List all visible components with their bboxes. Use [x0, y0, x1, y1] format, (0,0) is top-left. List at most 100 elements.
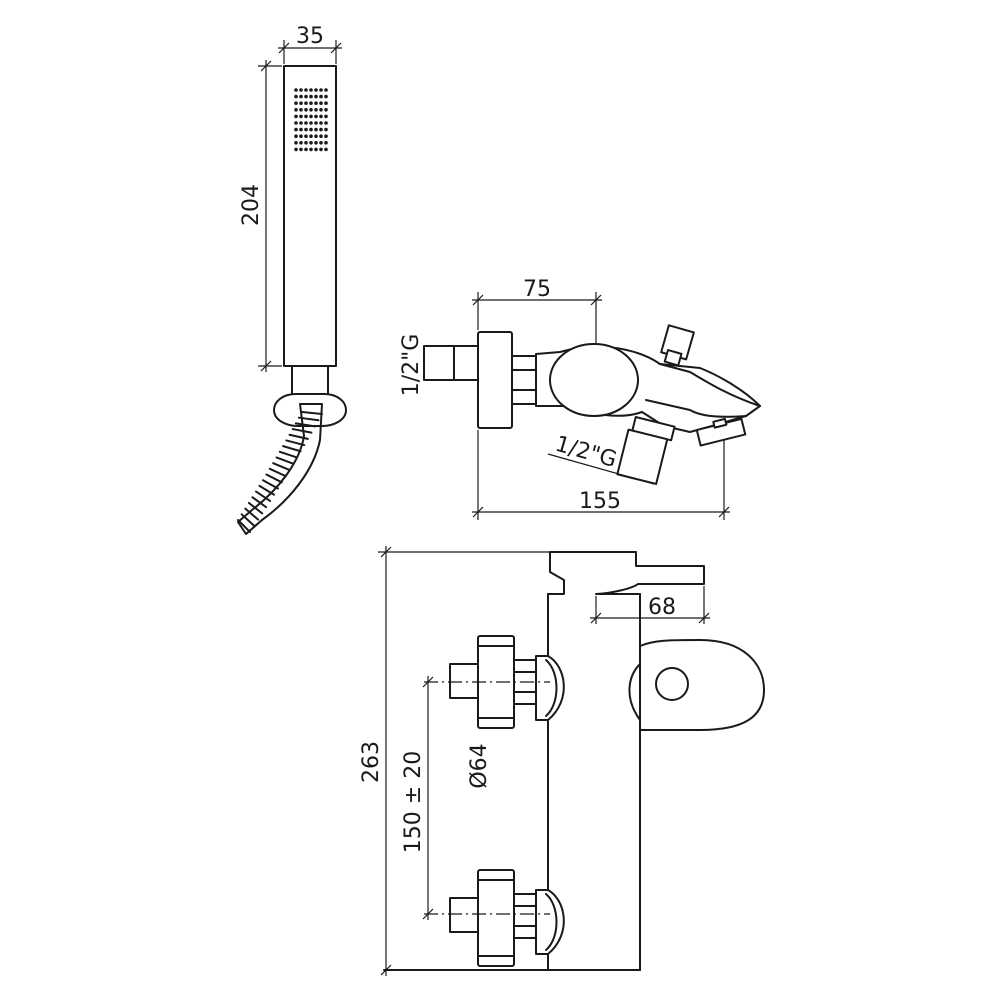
- outlet-thread-label: 1/2"G: [552, 432, 619, 473]
- spray-nozzle: [309, 147, 313, 152]
- spray-nozzle: [319, 94, 323, 99]
- hose-ring: [265, 473, 283, 484]
- spray-nozzle: [314, 127, 318, 132]
- hand-shower-neck: [291, 365, 329, 397]
- spray-nozzle: [319, 127, 323, 132]
- spray-nozzle: [294, 88, 298, 92]
- dimension-lever-wall: 68: [590, 586, 710, 624]
- wall-bracket: [273, 393, 347, 427]
- spray-nozzle: [324, 114, 328, 119]
- spray-nozzle: [324, 108, 328, 112]
- dim-204-label: 204: [239, 184, 264, 226]
- dimension-flange-diameter: Ø64: [467, 743, 492, 788]
- spray-nozzle: [324, 141, 328, 145]
- hand-shower-body: [283, 65, 337, 367]
- hose-rings: [237, 411, 323, 533]
- spray-nozzle: [299, 121, 303, 125]
- spray-nozzle: [304, 88, 308, 92]
- mixer-side-view: [423, 324, 761, 485]
- spray-nozzle: [309, 141, 313, 145]
- hand-shower: [237, 65, 347, 535]
- dimension-handshower-length: 204: [239, 60, 282, 372]
- hose-ring: [268, 467, 287, 478]
- dim-155-label: 155: [579, 489, 621, 514]
- wall-flange: [477, 331, 513, 429]
- spray-nozzle: [319, 141, 323, 145]
- spray-nozzle: [299, 134, 303, 138]
- inlet-thread-label: 1/2"G: [399, 334, 424, 397]
- spray-nozzle: [294, 121, 298, 125]
- spray-nozzle: [314, 141, 318, 145]
- hose-ring: [288, 433, 309, 440]
- spray-nozzle: [314, 121, 318, 125]
- spray-nozzle: [299, 127, 303, 132]
- hose-ring: [244, 507, 260, 521]
- spray-nozzle: [299, 147, 303, 152]
- spray-nozzle: [324, 134, 328, 138]
- spray-nozzle: [299, 141, 303, 145]
- spray-nozzle: [309, 127, 313, 132]
- dim-263-label: 263: [359, 741, 384, 783]
- spray-nozzle: [299, 101, 303, 105]
- connection-nut: [511, 355, 537, 405]
- hose-ring: [297, 416, 320, 422]
- spray-nozzle: [319, 114, 323, 119]
- dim-150-label: 150 ± 20: [401, 751, 426, 853]
- shower-outlet: [616, 416, 676, 485]
- spray-nozzle: [304, 94, 308, 99]
- dim-64-label: Ø64: [467, 743, 492, 788]
- spout-bottom: [645, 399, 747, 418]
- spray-nozzle: [319, 121, 323, 125]
- diverter-housing: [639, 639, 765, 731]
- spray-nozzle: [304, 108, 308, 112]
- spray-nozzle: [309, 101, 313, 105]
- spray-nozzle: [314, 147, 318, 152]
- hose-ring: [261, 479, 279, 490]
- hose-ring: [282, 445, 302, 453]
- inlet-pipe: [423, 345, 479, 381]
- housing-curve: [628, 663, 641, 721]
- spray-nozzle: [319, 134, 323, 138]
- spray-nozzles: [294, 88, 328, 152]
- spray-nozzle: [304, 141, 308, 145]
- hose-ring: [291, 428, 313, 434]
- lever-top: [547, 551, 705, 595]
- spray-nozzle: [309, 134, 313, 138]
- spray-nozzle: [299, 88, 303, 92]
- spray-nozzle: [309, 114, 313, 119]
- diverter-knob: [660, 324, 695, 367]
- dimension-total-depth: 155: [472, 430, 730, 520]
- spray-nozzle: [304, 134, 308, 138]
- hose-ring: [278, 450, 298, 459]
- hose-ring: [255, 490, 272, 502]
- spray-nozzle: [324, 88, 328, 92]
- spray-nozzle: [314, 101, 318, 105]
- spray-nozzle: [314, 134, 318, 138]
- spray-nozzle: [309, 94, 313, 99]
- diverter-button: [655, 667, 689, 701]
- spray-nozzle: [314, 88, 318, 92]
- dim-75-label: 75: [523, 277, 551, 302]
- spout-top: [659, 363, 761, 407]
- dimension-handshower-width: 35: [278, 24, 342, 64]
- spray-nozzle: [314, 94, 318, 99]
- spray-nozzle: [314, 114, 318, 119]
- spray-nozzle: [294, 127, 298, 132]
- spray-nozzle: [294, 141, 298, 145]
- hose-ring: [258, 484, 276, 496]
- spray-nozzle: [314, 108, 318, 112]
- spray-nozzle: [299, 114, 303, 119]
- hose-ring: [272, 462, 291, 471]
- shower-hose: [237, 403, 323, 535]
- spray-nozzle: [309, 121, 313, 125]
- hose-ring: [285, 439, 306, 447]
- dim-35-label: 35: [296, 24, 324, 49]
- spray-nozzle: [319, 108, 323, 112]
- spray-nozzle: [324, 121, 328, 125]
- hose-ring: [251, 496, 268, 509]
- spray-nozzle: [299, 94, 303, 99]
- spray-nozzle: [324, 94, 328, 99]
- hose-ring: [237, 519, 251, 533]
- spray-nozzle: [324, 101, 328, 105]
- dimension-depth-lever: 75: [472, 277, 602, 344]
